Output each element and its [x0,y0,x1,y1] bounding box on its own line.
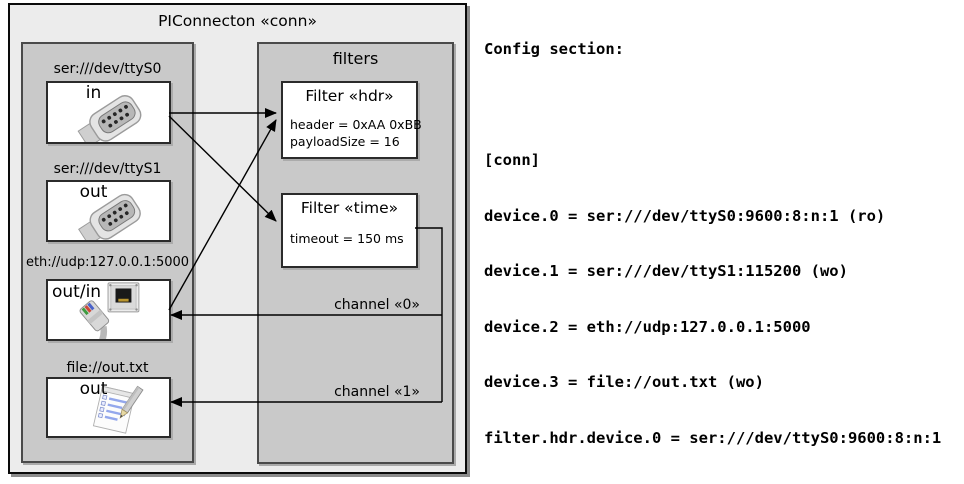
filter-time-box: Filter «time» timeout = 150 ms [281,193,418,268]
notepad-pencil-icon [92,385,144,434]
device-label-ttys1: ser:///dev/ttyS1 [53,161,162,177]
config-line: device.1 = ser:///dev/ttyS1:115200 (wo) [484,262,848,280]
device-box-ttys0: in [46,81,171,144]
device-direction: out/in [52,282,102,302]
device-direction: out [79,379,108,399]
channel-1-label: channel «1» [334,384,420,400]
device-box-file: out [46,377,171,438]
device-label-ttys0: ser:///dev/ttyS0 [53,61,162,77]
device-label-eth: eth://udp:127.0.0.1:5000 [25,255,190,270]
filter-title: Filter «time» [300,199,399,217]
connection-diagram: PIConnecton «conn» ser:///dev/ttyS0 in [8,3,467,474]
device-label-file: file://out.txt [66,360,149,376]
filter-attribute: payloadSize = 16 [290,134,400,149]
device-box-eth: out/in [46,279,171,341]
serial-connector-icon [78,193,141,240]
config-line: [conn] [484,151,540,169]
serial-connector-icon [77,95,142,142]
channel-0-label: channel «0» [334,297,420,313]
filter-title: Filter «hdr» [305,87,394,105]
device-direction: out [79,182,108,202]
config-line: filter.hdr.device.0 = ser:///dev/ttyS0:9… [484,428,942,447]
filters-group: filters Filter «hdr» header = 0xAA 0xBB … [257,42,454,464]
filter-attribute: header = 0xAA 0xBB [290,117,422,132]
config-heading: Config section: [484,40,624,58]
filter-attribute: timeout = 150 ms [290,231,404,246]
device-direction: in [85,83,102,103]
diagram-title: PIConnecton «conn» [158,12,317,30]
filter-hdr-box: Filter «hdr» header = 0xAA 0xBB payloadS… [281,81,422,159]
ethernet-icon [79,282,140,339]
config-line: device.2 = eth://udp:127.0.0.1:5000 [484,317,811,336]
config-line: device.0 = ser:///dev/ttyS0:9600:8:n:1 (… [484,206,886,225]
devices-group: ser:///dev/ttyS0 in [21,42,194,463]
device-box-ttys1: out [46,180,171,242]
filters-group-title: filters [332,49,379,68]
config-blank-line [484,96,951,115]
config-section: Config section: [conn] device.0 = ser://… [484,3,951,484]
config-line: device.3 = file://out.txt (wo) [484,373,764,391]
